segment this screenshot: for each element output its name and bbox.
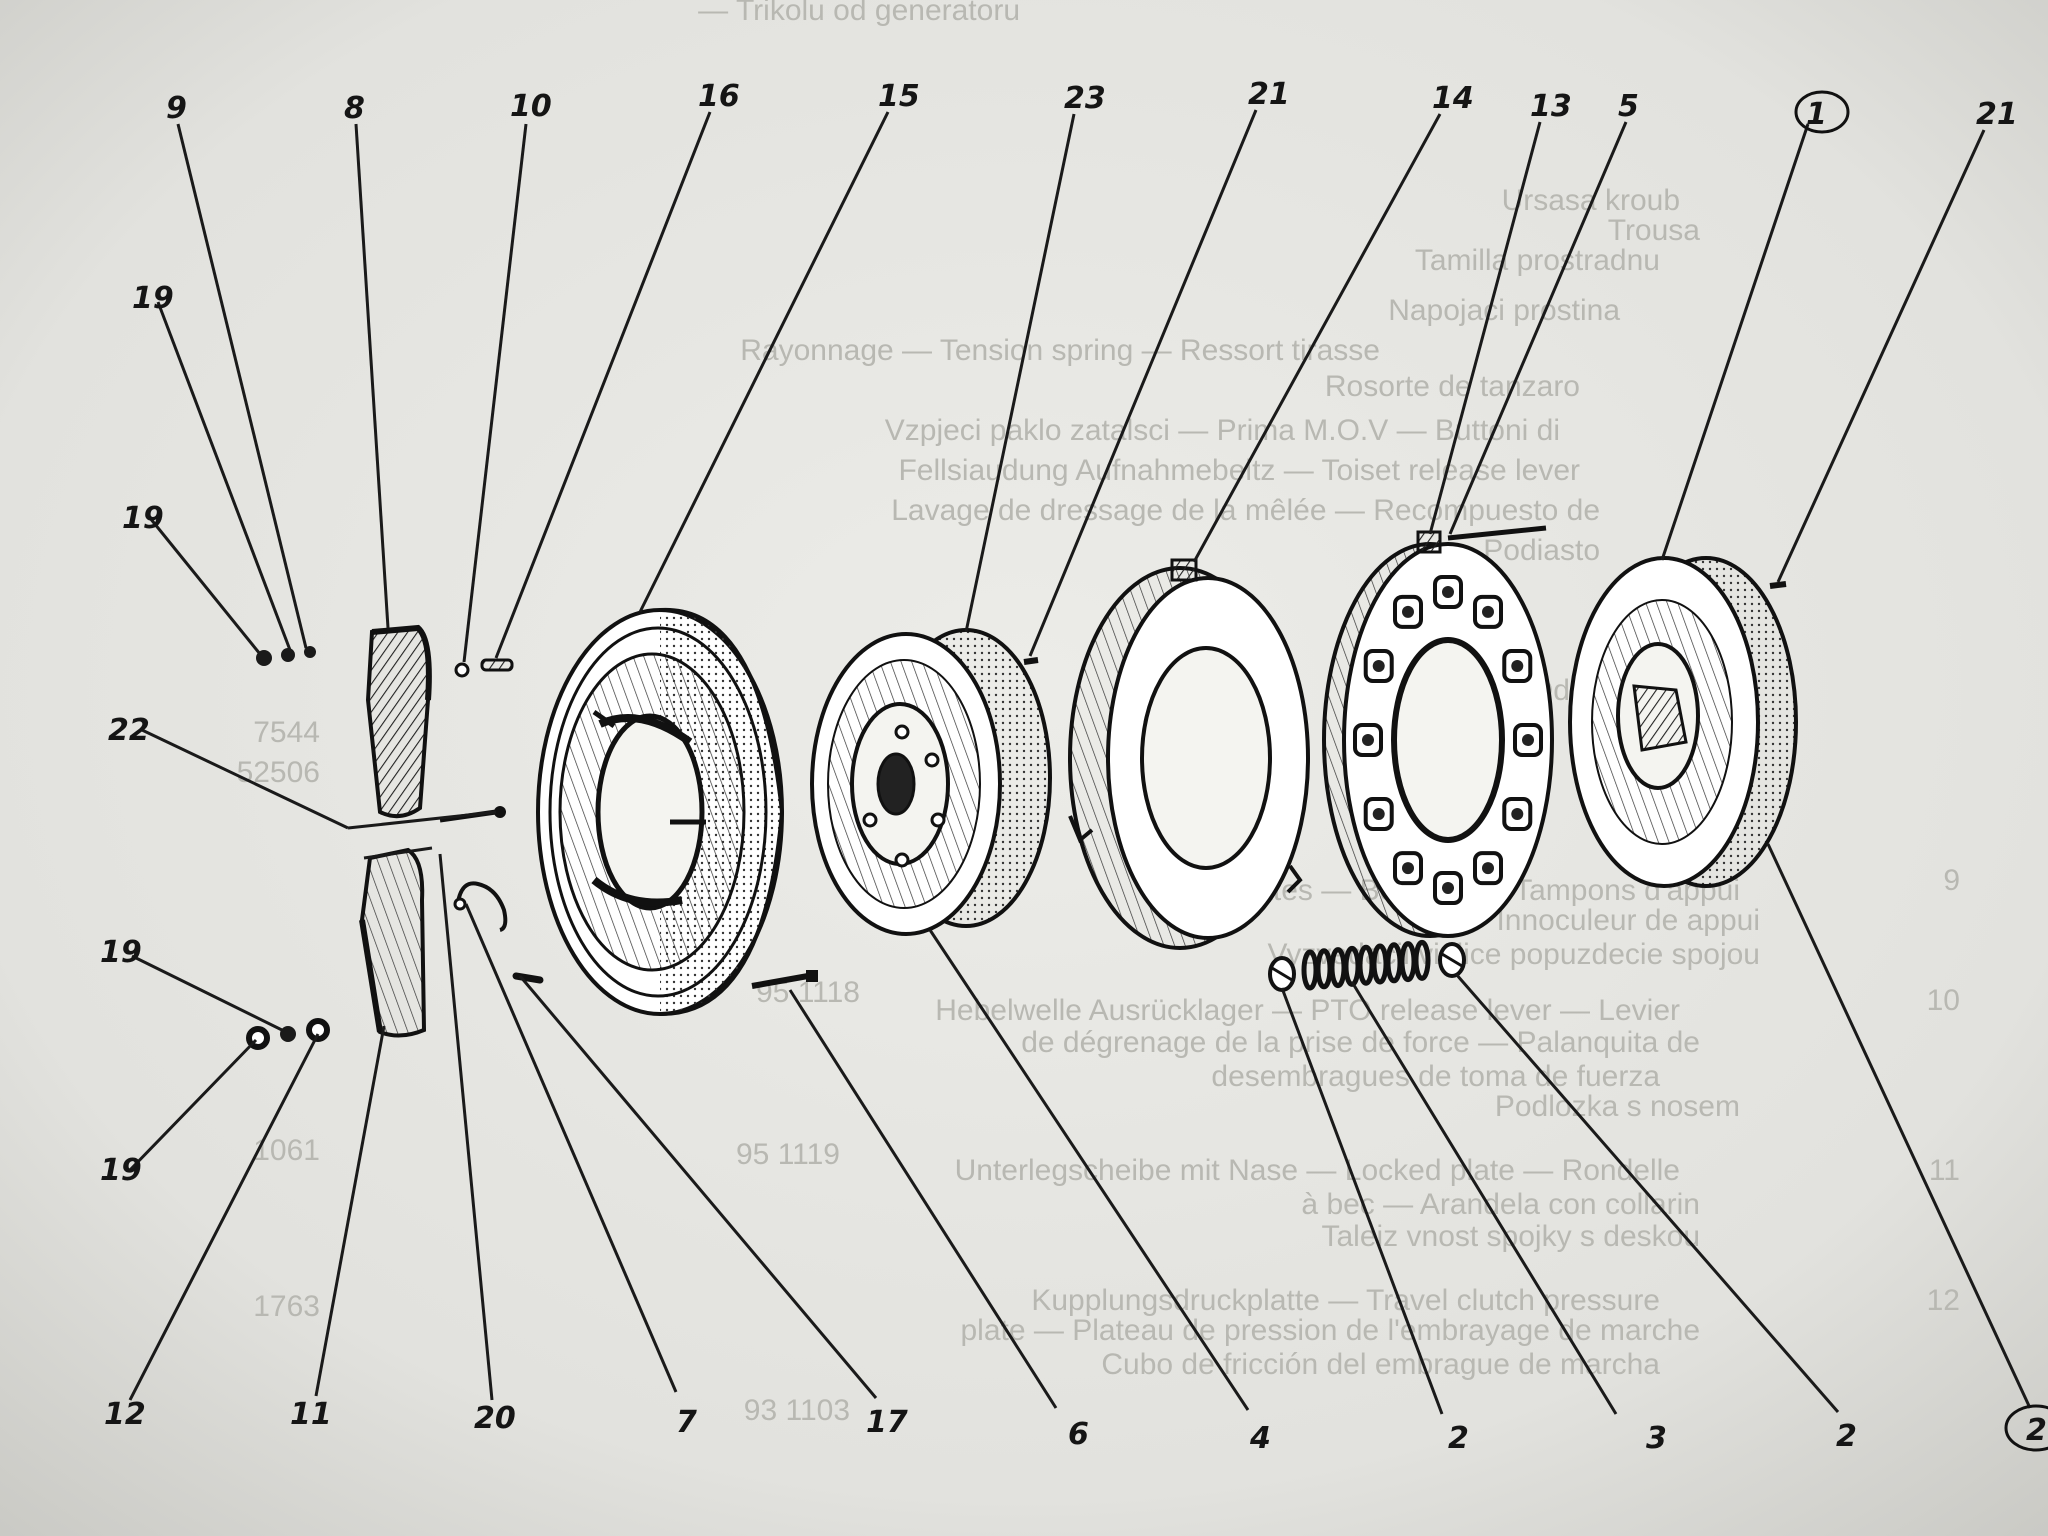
bleed-text-line: Lavage de dressage de la mêlée — Recompu… [891, 494, 1600, 527]
balls-19-lower [246, 1018, 330, 1050]
bleed-text-line: Vzpjeci paklo zatalsci — Prima M.O.V — B… [885, 414, 1560, 447]
bleed-text-line: Podiasto [1483, 534, 1600, 567]
clutch-cover-13 [1322, 530, 1554, 938]
spring-end [1511, 808, 1524, 820]
callout-5: 5 [1618, 89, 1639, 124]
callout-17: 17 [866, 1405, 908, 1440]
callout-22: 22 [108, 713, 150, 748]
callout-13: 13 [1530, 89, 1572, 124]
callout-2-c: 2 [2026, 1413, 2047, 1448]
callout-20: 20 [474, 1401, 516, 1436]
clutch-disc-1 [1568, 556, 1798, 888]
callout-21: 21 [1248, 77, 1290, 112]
clutch-housing-15 [536, 607, 785, 1017]
lever-shoe-8 [365, 624, 432, 819]
bleed-text-line: Ursasa kroub [1502, 184, 1680, 217]
bleed-text-line: Napojaci prostina [1388, 294, 1620, 327]
spring-end [1402, 605, 1414, 618]
leader-lines [128, 109, 2032, 1415]
spring-end [1372, 808, 1385, 820]
callout-23: 23 [1064, 81, 1106, 116]
callout-7: 7 [676, 1405, 697, 1440]
callout-15: 15 [878, 79, 920, 114]
washer-10 [454, 662, 470, 678]
bleed-text-line: 9 [1943, 864, 1960, 897]
spring-end [1362, 734, 1374, 746]
bleed-text-line: 11 [1929, 1154, 1960, 1187]
friction-disc-23 [810, 628, 1052, 936]
callout-21-right: 21 [1976, 97, 2018, 132]
bleed-text-line: Unterlegscheibe mit Nase — Locked plate … [955, 1154, 1680, 1187]
bleed-text-line: Rayonnage — Tension spring — Ressort tir… [740, 334, 1380, 367]
bolt-5 [1447, 525, 1547, 541]
bleed-text-line: Trousa [1608, 214, 1701, 247]
bleed-text-line: 1763 [253, 1290, 320, 1323]
bleed-text-line: Tamilla prostradnu [1415, 244, 1660, 277]
spring-end [1511, 660, 1524, 672]
bleed-text-line: à bec — Arandela con collarin [1301, 1188, 1700, 1221]
spring-coil [1413, 939, 1431, 981]
callout-1: 1 [1806, 97, 1827, 132]
bleed-text-line: 95 1119 [736, 1138, 840, 1171]
callout-1-circled: 1 [1794, 90, 1850, 134]
spring-pockets [1353, 575, 1543, 905]
callout-4: 4 [1249, 1421, 1271, 1456]
bleed-text-line: Innoculeur de appui [1496, 904, 1760, 937]
callout-9: 9 [166, 91, 187, 126]
bleed-text-line: 52506 [237, 756, 320, 789]
callout-19-d: 19 [100, 1153, 142, 1188]
bleed-text-line: 12 [1927, 1284, 1960, 1317]
spring-end [1482, 862, 1494, 875]
lever-shoe-11 [359, 847, 427, 1038]
spring-end [1442, 882, 1454, 894]
callout-19-b: 19 [122, 501, 164, 536]
spring-end [1522, 734, 1534, 746]
spring-end [1402, 862, 1414, 875]
bolt-17 [751, 970, 818, 989]
bleed-text-line: Kupplungsdruckplatte — Travel clutch pre… [1031, 1284, 1660, 1317]
callout-2-b: 2 [1836, 1419, 1857, 1454]
bleed-text-line: desembragues de toma de fuerza [1211, 1060, 1660, 1093]
bleed-text-line: Podlozka s nosem [1495, 1090, 1740, 1123]
callout-8: 8 [344, 91, 365, 126]
bleed-text-line: Rosorte de tanzaro [1325, 370, 1580, 403]
spring-clip-20 [456, 881, 508, 932]
bleed-text-line: Taleiz vnost spojky s deskou [1321, 1220, 1700, 1253]
bleed-text-line: 7544 [253, 716, 320, 749]
bolt-21-right [1769, 581, 1787, 589]
pin-16 [480, 658, 514, 672]
bleed-text-line: 93 1103 [744, 1394, 850, 1427]
bleed-text-line: plate — Plateau de pression de l'embraya… [961, 1314, 1701, 1347]
bleed-text-line: de dégrenage de la prise de force — Pala… [1021, 1026, 1700, 1059]
spring-assembly-3 [1268, 939, 1466, 992]
spring-end [1442, 586, 1454, 598]
bolt-21 [1023, 657, 1039, 665]
callout-2-circled: 2 [2004, 1404, 2048, 1452]
bleed-text-line: — Trikolu od generatoru [698, 0, 1020, 27]
callout-19-c: 19 [100, 935, 142, 970]
pressure-ring-14 [1068, 558, 1310, 950]
callout-3: 3 [1646, 1421, 1667, 1456]
bleed-text-line: Hebelwelle Ausrücklager — PTO release le… [935, 994, 1680, 1027]
callout-2-a: 2 [1448, 1421, 1469, 1456]
callout-11: 11 [290, 1397, 332, 1432]
callout-6: 6 [1068, 1417, 1089, 1452]
callout-12: 12 [104, 1397, 146, 1432]
bleed-text-line: 10 [1927, 984, 1960, 1017]
callout-16: 16 [698, 79, 740, 114]
parts-layer [246, 525, 1798, 1050]
callout-19-a: 19 [132, 281, 174, 316]
spring-end [1372, 660, 1385, 672]
spring-end [1482, 605, 1494, 618]
callout-14: 14 [1432, 81, 1474, 116]
callout-10: 10 [510, 89, 552, 124]
callout-labels: 9 8 10 16 15 23 21 14 13 5 1 21 19 19 22… [100, 77, 2048, 1456]
bleed-text-line: Cubo de fricción del embrague de marcha [1101, 1348, 1660, 1381]
